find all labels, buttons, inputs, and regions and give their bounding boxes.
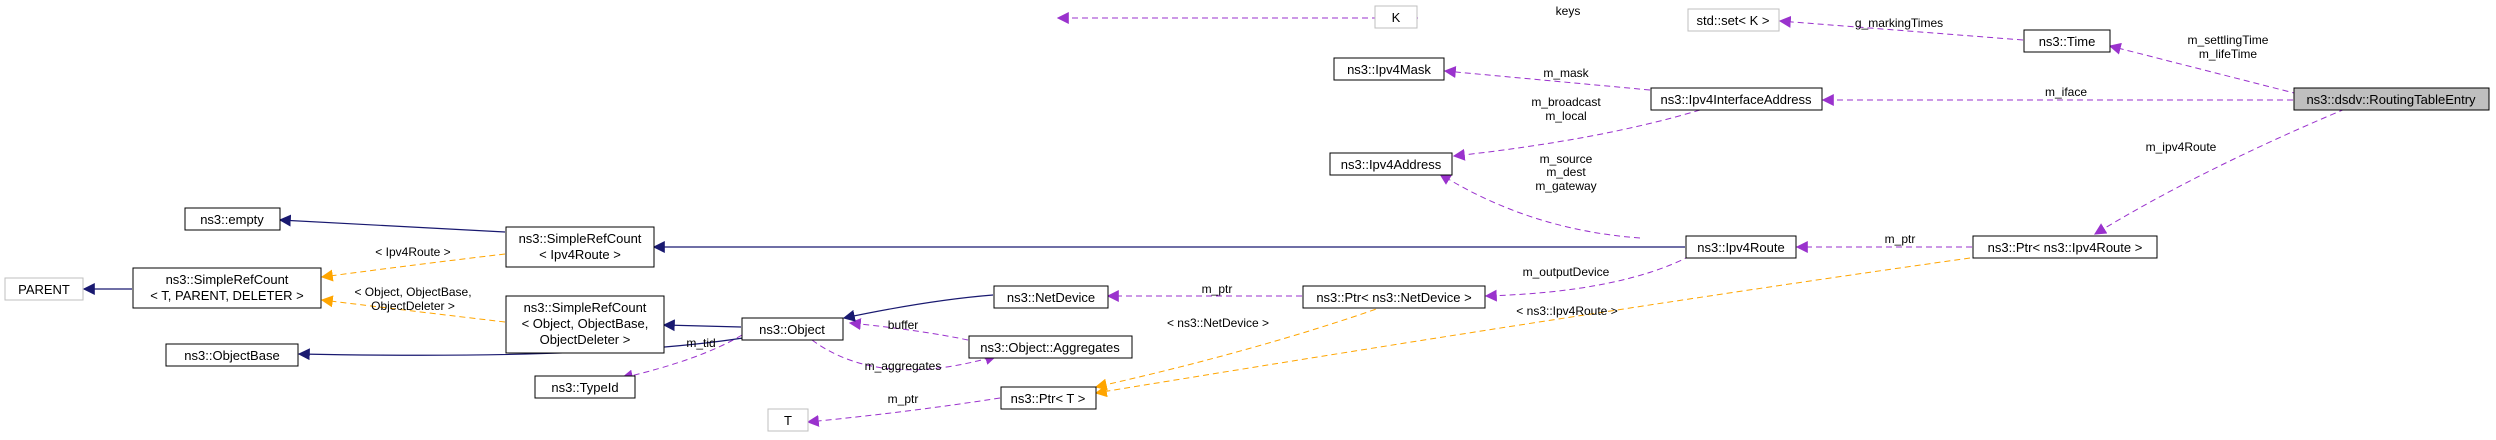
edge-m-aggregates xyxy=(811,339,998,371)
edge-label-m-ptr-device: m_ptr xyxy=(1202,282,1233,296)
edge-inherit-netdevice xyxy=(842,294,994,322)
edge-m-broadcast xyxy=(1452,109,1701,161)
edge-label-ipv4route-tmpl: < Ipv4Route > xyxy=(375,245,450,259)
edge-tmpl-ipv4route xyxy=(320,253,506,282)
edge-label-buffer: buffer xyxy=(888,318,918,332)
node-empty[interactable]: ns3::empty xyxy=(184,207,281,231)
node-ptr-netdevice[interactable]: ns3::Ptr< ns3::NetDevice > xyxy=(1302,285,1486,309)
edge-label-m-broadcast-2: m_local xyxy=(1545,109,1586,123)
node-ipv4route-label: ns3::Ipv4Route xyxy=(1697,240,1784,255)
edge-label-m-ipv4route: m_ipv4Route xyxy=(2146,140,2217,154)
node-ipv4address[interactable]: ns3::Ipv4Address xyxy=(1329,152,1453,176)
node-simple-ref-count-object-label-2: < Object, ObjectBase, xyxy=(522,316,649,331)
node-ptr-ipv4route[interactable]: ns3::Ptr< ns3::Ipv4Route > xyxy=(1972,235,2158,259)
node-parent[interactable]: PARENT xyxy=(4,277,84,301)
node-simple-ref-count-generic-label-1: ns3::SimpleRefCount xyxy=(166,272,289,287)
edge-label-m-ptr-route: m_ptr xyxy=(1885,232,1916,246)
edges xyxy=(82,12,2346,427)
node-time[interactable]: ns3::Time xyxy=(2023,29,2111,53)
edge-label-netdevice-tmpl: < ns3::NetDevice > xyxy=(1167,316,1269,330)
node-ipv4address-label: ns3::Ipv4Address xyxy=(1341,157,1442,172)
edge-m-ipv4route xyxy=(2093,108,2346,235)
edge-label-ipv4route-ptr-tmpl: < ns3::Ipv4Route > xyxy=(1516,304,1617,318)
edge-buffer xyxy=(848,318,969,341)
node-typeid-label: ns3::TypeId xyxy=(551,380,618,395)
node-ipv4-interface-address-label: ns3::Ipv4InterfaceAddress xyxy=(1660,92,1812,107)
node-std-set-k-label: std::set< K > xyxy=(1697,13,1770,28)
edge-label-m-settling-time-2: m_lifeTime xyxy=(2199,47,2258,61)
edge-label-m-tid: m_tid xyxy=(686,336,715,350)
node-simple-ref-count-ipv4route-label-2: < Ipv4Route > xyxy=(539,247,621,262)
node-k-label: K xyxy=(1392,10,1401,25)
node-objectbase-label: ns3::ObjectBase xyxy=(184,348,279,363)
node-object-aggregates[interactable]: ns3::Object::Aggregates xyxy=(968,335,1133,359)
node-simple-ref-count-ipv4route[interactable]: ns3::SimpleRefCount < Ipv4Route > xyxy=(505,226,655,268)
nodes: K std::set< K > ns3::Time ns3::dsdv::Rou… xyxy=(4,5,2490,432)
node-simple-ref-count-object-label-1: ns3::SimpleRefCount xyxy=(524,300,647,315)
node-std-set-k[interactable]: std::set< K > xyxy=(1687,8,1780,32)
node-parent-label: PARENT xyxy=(18,282,70,297)
node-simple-ref-count-generic[interactable]: ns3::SimpleRefCount < T, PARENT, DELETER… xyxy=(132,267,322,309)
edge-g-marking-times xyxy=(1778,15,2024,41)
node-typeid[interactable]: ns3::TypeId xyxy=(534,375,636,399)
node-ipv4route[interactable]: ns3::Ipv4Route xyxy=(1685,235,1797,259)
node-simple-ref-count-generic-label-2: < T, PARENT, DELETER > xyxy=(150,288,303,303)
node-ipv4mask[interactable]: ns3::Ipv4Mask xyxy=(1333,57,1445,81)
edge-tmpl-ipv4route-ptr xyxy=(1094,257,1971,398)
node-netdevice[interactable]: ns3::NetDevice xyxy=(993,285,1109,309)
node-routing-table-entry-label: ns3::dsdv::RoutingTableEntry xyxy=(2306,92,2476,107)
edge-tmpl-netdevice xyxy=(1094,305,1386,391)
edge-m-ptr-t xyxy=(806,397,1001,427)
node-object-aggregates-label: ns3::Object::Aggregates xyxy=(980,340,1120,355)
edge-m-settling-time xyxy=(2108,42,2299,95)
edge-inherit-empty xyxy=(278,214,506,233)
node-netdevice-label: ns3::NetDevice xyxy=(1007,290,1095,305)
edge-label-m-iface: m_iface xyxy=(2045,85,2087,99)
node-t-label: T xyxy=(784,413,792,428)
node-ipv4mask-label: ns3::Ipv4Mask xyxy=(1347,62,1431,77)
node-ptr-ipv4route-label: ns3::Ptr< ns3::Ipv4Route > xyxy=(1988,240,2143,255)
node-ptr-netdevice-label: ns3::Ptr< ns3::NetDevice > xyxy=(1316,290,1471,305)
edge-label-m-source-2: m_dest xyxy=(1546,165,1586,179)
node-object-label: ns3::Object xyxy=(759,322,825,337)
node-objectbase[interactable]: ns3::ObjectBase xyxy=(165,343,299,367)
edge-label-m-ptr-t: m_ptr xyxy=(888,392,919,406)
edge-label-m-source-3: m_gateway xyxy=(1535,179,1596,193)
edge-label-keys: keys xyxy=(1556,4,1581,18)
node-routing-table-entry[interactable]: ns3::dsdv::RoutingTableEntry xyxy=(2293,87,2490,111)
edge-m-mask xyxy=(1443,66,1651,91)
edge-m-output-device xyxy=(1484,255,1691,302)
edge-label-object-tmpl-1: < Object, ObjectBase, xyxy=(354,285,471,299)
node-simple-ref-count-object-label-3: ObjectDeleter > xyxy=(540,332,631,347)
edge-tmpl-object xyxy=(320,295,506,323)
edge-label-m-broadcast-1: m_broadcast xyxy=(1531,95,1601,109)
edge-m-tid xyxy=(620,334,743,382)
node-k[interactable]: K xyxy=(1374,5,1418,29)
edge-label-m-source-1: m_source xyxy=(1540,152,1593,166)
edge-label-object-tmpl-2: ObjectDeleter > xyxy=(371,299,455,313)
edge-label-m-mask: m_mask xyxy=(1543,66,1589,80)
node-object[interactable]: ns3::Object xyxy=(741,317,844,341)
node-ipv4-interface-address[interactable]: ns3::Ipv4InterfaceAddress xyxy=(1650,87,1823,111)
node-time-label: ns3::Time xyxy=(2039,34,2096,49)
edge-label-m-aggregates: m_aggregates xyxy=(865,359,942,373)
edge-label-m-output-device: m_outputDevice xyxy=(1523,265,1610,279)
edge-label-g-marking-times: g_markingTimes xyxy=(1855,16,1943,30)
node-t[interactable]: T xyxy=(767,408,809,432)
edge-labels: keys g_markingTimes m_settlingTime m_lif… xyxy=(354,4,2268,406)
node-empty-label: ns3::empty xyxy=(200,212,264,227)
edge-inherit-srefcount-object xyxy=(662,319,742,332)
edge-label-m-settling-time-1: m_settlingTime xyxy=(2188,33,2269,47)
node-simple-ref-count-object[interactable]: ns3::SimpleRefCount < Object, ObjectBase… xyxy=(505,295,665,354)
node-ptr-t-label: ns3::Ptr< T > xyxy=(1011,391,1086,406)
node-ptr-t[interactable]: ns3::Ptr< T > xyxy=(1000,386,1097,410)
node-simple-ref-count-ipv4route-label-1: ns3::SimpleRefCount xyxy=(519,231,642,246)
